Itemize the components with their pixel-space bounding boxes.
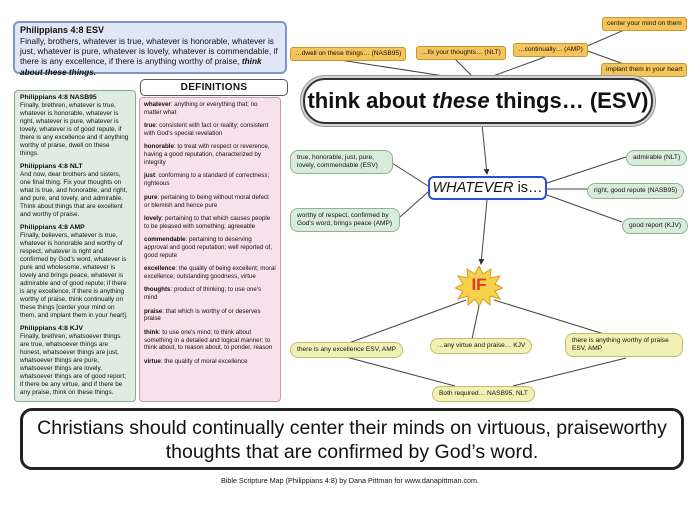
version-heading: Philippians 4:8 NASB95 bbox=[20, 94, 97, 101]
tag-dwell: …dwell on these things… (NASB95) bbox=[290, 47, 407, 61]
tag-fix: …fix your thoughts… (NLT) bbox=[416, 46, 506, 60]
definition-term: thoughts bbox=[144, 286, 171, 294]
definition-text: : pertaining to deserving approval and g… bbox=[144, 236, 272, 259]
version-heading: Philippians 4:8 NLT bbox=[20, 162, 83, 170]
whatever-node: WHATEVER is… bbox=[428, 176, 547, 200]
title-part-after: things… (ESV) bbox=[489, 88, 649, 113]
definition-item: virtue: the quality of moral excellence bbox=[144, 358, 276, 366]
definition-text: : product of thinking; to use one's mind bbox=[144, 286, 262, 302]
definition-item: praise: that which is worthy of or deser… bbox=[144, 308, 276, 324]
whatever-italic: WHATEVER bbox=[432, 180, 514, 196]
definition-term: virtue bbox=[144, 357, 161, 365]
definition-item: think: to use one's mind; to think about… bbox=[144, 329, 276, 352]
version-heading: Philippians 4:8 AMP bbox=[20, 224, 85, 232]
definition-item: thoughts: product of thinking; to use on… bbox=[144, 286, 276, 302]
definition-text: : pertaining to that which causes people… bbox=[144, 214, 271, 230]
definition-text: : anything or everything that; no matter… bbox=[144, 101, 258, 116]
definition-text: : the quality of moral excellence bbox=[160, 357, 248, 365]
node-true-list: true, honorable, just, pure, lovely, com… bbox=[290, 150, 393, 175]
definition-term: commendable bbox=[144, 236, 186, 244]
version-text: And now, dear brothers and sisters, one … bbox=[20, 171, 128, 219]
title-part-before: think about bbox=[307, 88, 433, 113]
definition-item: pure: pertaining to being without moral … bbox=[144, 194, 276, 210]
definition-text: : consistent with fact or reality; consi… bbox=[144, 122, 269, 138]
node-virtue-praise: …any virtue and praise… KJV bbox=[430, 338, 533, 355]
definition-text: : to use one's mind; to think about some… bbox=[144, 328, 273, 352]
definition-term: pure bbox=[144, 193, 158, 201]
version-text: Finally, believers, whatever is true, wh… bbox=[20, 232, 128, 319]
definition-text: : to treat with respect or reverence, ha… bbox=[144, 143, 270, 167]
summary-statement: Christians should continually center the… bbox=[20, 408, 684, 470]
definitions-panel: whatever: anything or everything that; n… bbox=[139, 97, 281, 402]
node-any-excellence: there is any excellence ESV, AMP bbox=[290, 342, 404, 359]
node-both-required: Both required… NASB95, NLT bbox=[432, 386, 535, 403]
definition-term: just bbox=[144, 172, 156, 180]
definition-item: true: consistent with fact or reality; c… bbox=[144, 122, 276, 138]
node-worthy-respect: worthy of respect, confirmed by God's wo… bbox=[290, 208, 400, 233]
definition-item: excellence: the quality of being excelle… bbox=[144, 265, 276, 281]
definition-text: : pertaining to being without moral defe… bbox=[144, 193, 269, 209]
definition-term: lovely bbox=[144, 214, 162, 222]
whatever-rest: is… bbox=[513, 180, 543, 196]
verse-text: Finally, brothers, whatever is true, wha… bbox=[20, 36, 278, 67]
definition-term: praise bbox=[144, 307, 163, 315]
verse-title: Philippians 4:8 ESV bbox=[20, 25, 105, 35]
definition-term: think bbox=[144, 328, 159, 336]
definition-item: just: conforming to a standard of correc… bbox=[144, 172, 276, 188]
definition-item: lovely: pertaining to that which causes … bbox=[144, 215, 276, 231]
definition-term: true bbox=[144, 122, 156, 130]
if-label: IF bbox=[471, 275, 487, 294]
title-part-italic: these bbox=[432, 88, 490, 113]
version-text: Finally, brethren, whatever is true, wha… bbox=[20, 102, 129, 158]
verse-emphasis: think about these things. bbox=[20, 56, 262, 77]
footer-credit: Bible Scripture Map (Philippians 4:8) by… bbox=[220, 476, 480, 485]
verse-box: Philippians 4:8 ESV Finally, brothers, w… bbox=[13, 21, 287, 77]
node-admirable: admirable (NLT) bbox=[626, 150, 688, 167]
node-worthy-praise: there is anything worthy of praise ESV, … bbox=[565, 333, 683, 358]
version-heading: Philippians 4:8 KJV bbox=[20, 324, 84, 332]
definition-term: honorable bbox=[144, 143, 174, 151]
definition-item: honorable: to treat with respect or reve… bbox=[144, 143, 276, 166]
node-right-repute: right, good repute (NASB95) bbox=[587, 183, 685, 200]
tag-implant: implant them in your heart bbox=[601, 63, 688, 77]
node-good-report: good report (KJV) bbox=[622, 218, 689, 235]
definitions-title: DEFINITIONS bbox=[140, 79, 288, 96]
definition-term: whatever bbox=[144, 101, 171, 108]
definition-text: : conforming to a standard of correctnes… bbox=[144, 172, 270, 188]
tag-center-mind: center your mind on them bbox=[602, 17, 687, 31]
central-title: think about these things… (ESV) bbox=[303, 78, 653, 124]
versions-panel: Philippians 4:8 NASB95 Finally, brethren… bbox=[14, 90, 136, 402]
definition-term: excellence bbox=[144, 265, 176, 273]
definition-item: whatever: anything or everything that; n… bbox=[144, 101, 276, 117]
definition-item: commendable: pertaining to deserving app… bbox=[144, 236, 276, 259]
tag-continually: …continually… (AMP) bbox=[513, 43, 588, 57]
version-text: Finally, brethren, whatsoever things are… bbox=[20, 333, 126, 396]
if-burst-icon bbox=[455, 266, 503, 306]
definition-text: : the quality of being excellent; moral … bbox=[144, 265, 276, 280]
definition-text: : that which is worthy of or deserves pr… bbox=[144, 307, 261, 323]
